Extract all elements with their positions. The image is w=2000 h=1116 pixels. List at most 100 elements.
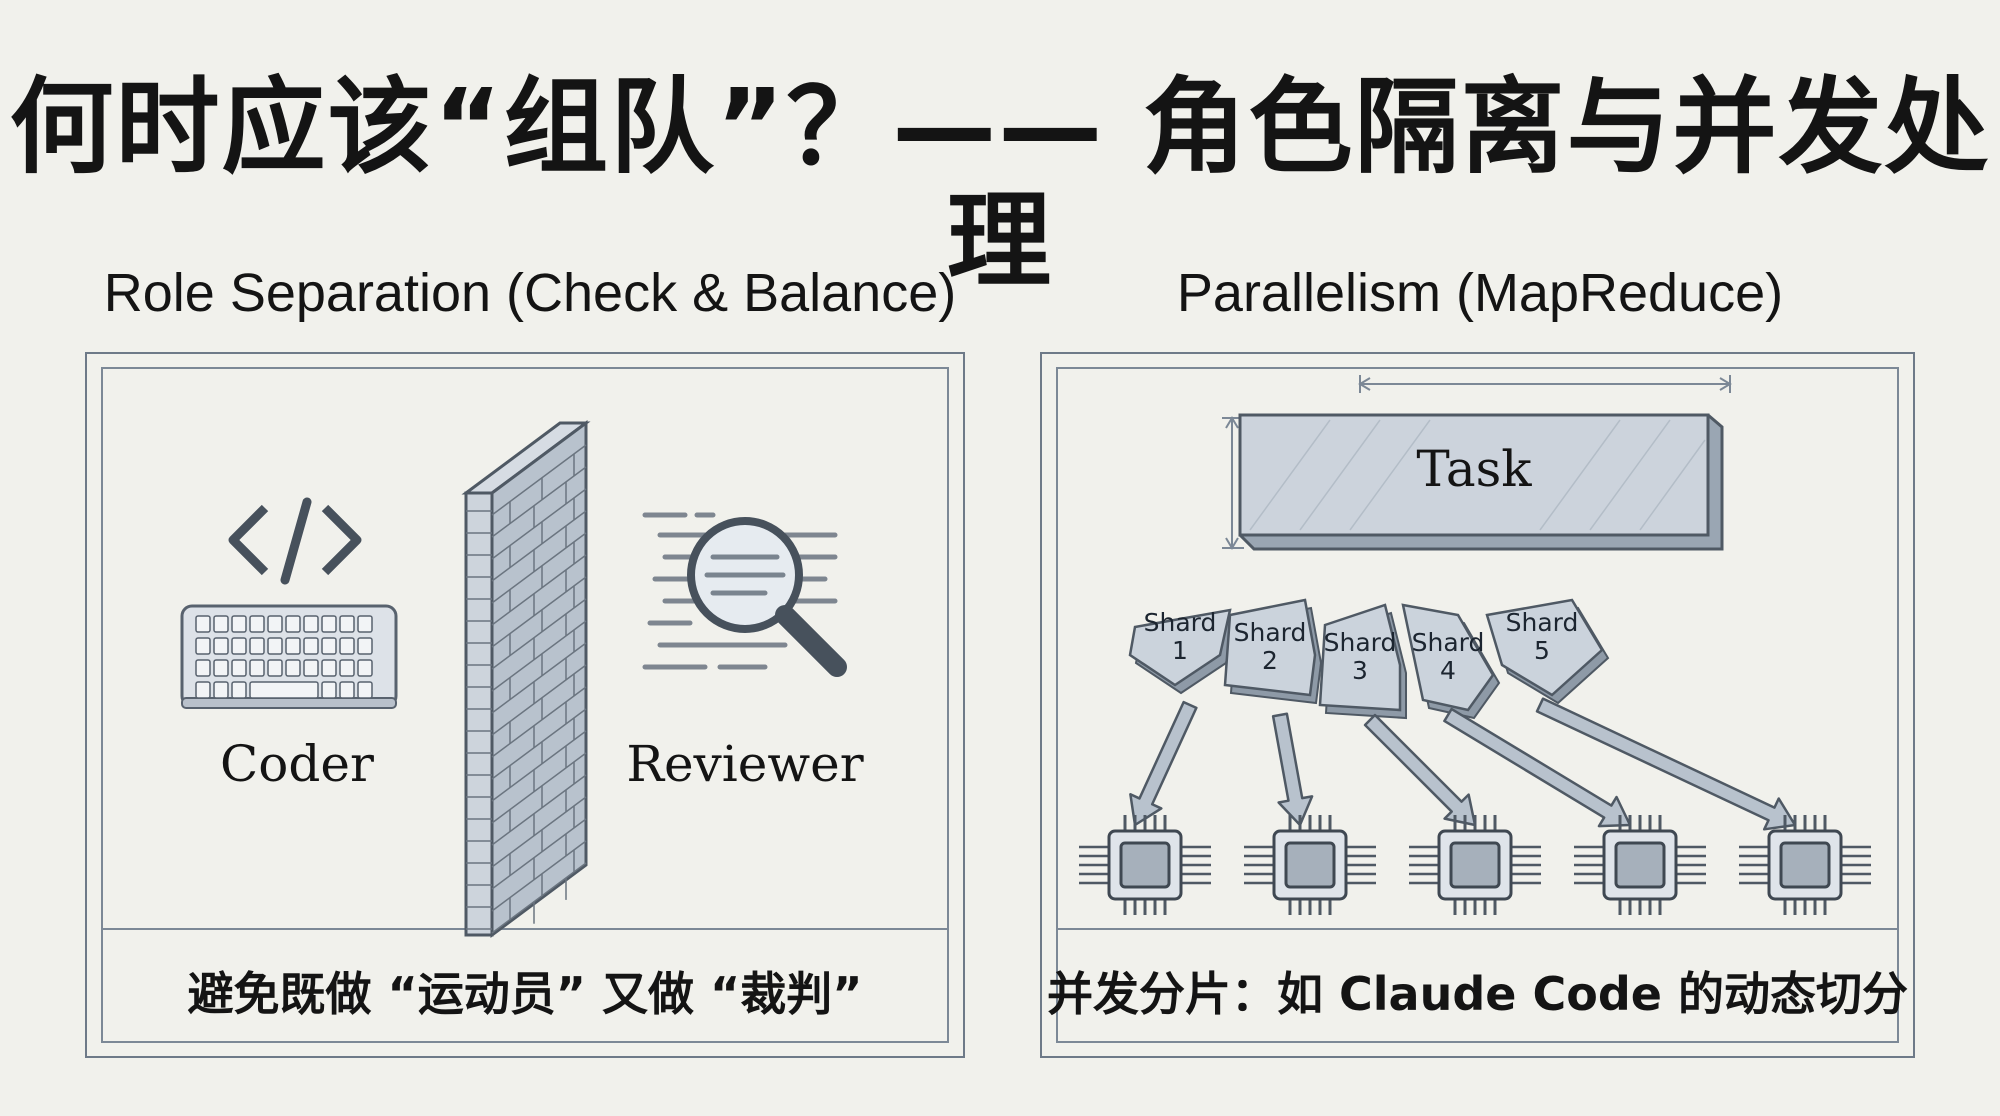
keyboard-key <box>231 615 247 633</box>
keyboard-key <box>321 659 337 677</box>
cpu-chip-icon <box>1409 815 1541 915</box>
coder-label: Coder <box>220 735 374 793</box>
brick-line <box>491 576 587 648</box>
brick-wall-icon <box>461 420 591 938</box>
keyboard-key <box>357 637 373 655</box>
brick-line <box>491 488 587 560</box>
shard-number: 4 <box>1440 656 1456 685</box>
task-label: Task <box>1416 440 1532 498</box>
keyboard-key <box>231 637 247 655</box>
left-heading: Role Separation (Check & Balance) <box>103 263 957 323</box>
keyboard-key <box>249 615 265 633</box>
down-arrow-icon <box>1535 697 1797 831</box>
brick-line <box>491 598 587 670</box>
shard-label: Shard <box>1144 608 1217 637</box>
outer-frame <box>1040 352 1915 1058</box>
inner-frame <box>101 367 949 1043</box>
keyboard-key <box>231 659 247 677</box>
caption-divider <box>1056 928 1899 930</box>
keyboard-key <box>303 659 319 677</box>
keyboard-key <box>339 615 355 633</box>
cpu-chip-icon <box>1244 815 1376 915</box>
shard-label: Shard <box>1412 628 1485 657</box>
keyboard-key <box>267 659 283 677</box>
keyboard-key <box>267 615 283 633</box>
keyboard-key <box>321 681 337 699</box>
reviewer-label: Reviewer <box>626 735 864 793</box>
inner-frame <box>1056 367 1899 1043</box>
cpu-chip-icon <box>1574 815 1706 915</box>
keyboard-key <box>303 637 319 655</box>
keyboard-key <box>213 659 229 677</box>
keyboard-key <box>213 615 229 633</box>
down-arrow-icon <box>1443 707 1632 828</box>
shard-number: 2 <box>1262 646 1278 675</box>
outer-frame <box>85 352 965 1058</box>
dimension-arrow-icon <box>1358 375 1732 393</box>
brick-line <box>491 818 587 890</box>
brick-line <box>491 532 587 604</box>
keyboard-key <box>267 637 283 655</box>
brick-line <box>491 620 587 692</box>
shard-number: 5 <box>1534 636 1550 665</box>
keyboard-key <box>249 637 265 655</box>
keyboard-key <box>357 615 373 633</box>
down-arrow-icon <box>1271 712 1314 827</box>
left-caption: 避免既做 “运动员” 又做 “裁判” <box>187 967 863 1021</box>
brick-line <box>491 796 587 868</box>
keyboard-key <box>357 659 373 677</box>
keyboard-icon <box>180 604 398 709</box>
cpu-chip-icon <box>1739 815 1871 915</box>
keyboard-key <box>195 681 211 699</box>
brick-line <box>491 664 587 736</box>
keyboard-key <box>339 637 355 655</box>
brick-line <box>491 862 587 934</box>
keyboard-key <box>249 659 265 677</box>
shard-label: Shard <box>1324 628 1397 657</box>
magnifying-glass-icon <box>687 517 847 677</box>
brick-line <box>491 708 587 780</box>
brick-line <box>491 686 587 758</box>
keyboard-key <box>231 681 247 699</box>
keyboard-key <box>249 681 319 699</box>
brick-line <box>491 444 587 516</box>
brick-line <box>491 554 587 626</box>
brick-line <box>491 466 587 538</box>
role-separation-panel: Coder Reviewer <box>75 340 975 1070</box>
brick-line <box>491 730 587 802</box>
code-brackets-icon <box>228 497 362 585</box>
document-lines-icon <box>642 512 838 670</box>
keyboard-key <box>213 637 229 655</box>
keyboard-key <box>195 659 211 677</box>
keyboard-key <box>339 681 355 699</box>
shard-number: 3 <box>1352 656 1368 685</box>
keyboard-key <box>285 659 301 677</box>
keyboard-key <box>195 615 211 633</box>
down-arrow-icon <box>1363 713 1477 827</box>
brick-line <box>491 774 587 846</box>
keyboard-key <box>321 637 337 655</box>
keyboard-key <box>303 615 319 633</box>
brick-line <box>491 752 587 824</box>
brick-line <box>491 510 587 582</box>
keyboard-key <box>285 637 301 655</box>
keyboard-key <box>321 615 337 633</box>
shard-label: Shard <box>1234 618 1307 647</box>
shard-number: 1 <box>1172 636 1188 665</box>
keyboard-key <box>195 637 211 655</box>
keyboard-key <box>213 681 229 699</box>
keyboard-key <box>339 659 355 677</box>
down-arrow-icon <box>1129 700 1198 827</box>
right-caption: 并发分片：如 Claude Code 的动态切分 <box>1047 967 1908 1021</box>
brick-line <box>491 840 587 912</box>
keyboard-key <box>357 681 373 699</box>
keyboard-key <box>285 615 301 633</box>
page-title: 何时应该“组队”？—— 角色隔离与并发处理 <box>9 66 1991 303</box>
